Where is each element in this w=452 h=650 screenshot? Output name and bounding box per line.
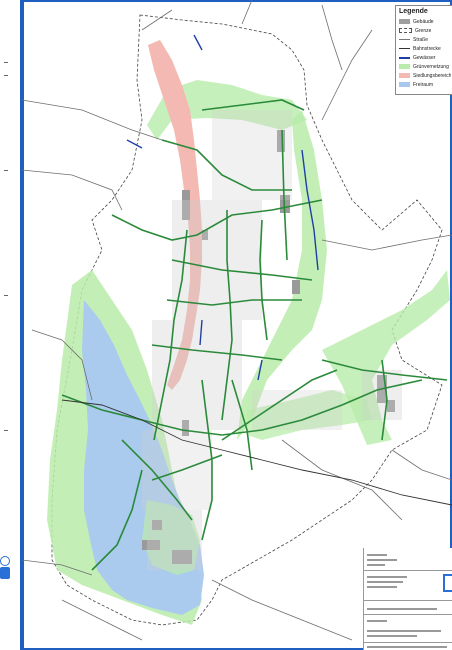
panel-toggle-icon[interactable] xyxy=(0,556,10,566)
legend-label: Grünvernetzung xyxy=(413,63,449,70)
panel-tick xyxy=(4,75,8,76)
titleblock-divider xyxy=(364,642,452,643)
legend-row: Bahnstrecke xyxy=(399,44,452,53)
left-tool-panel xyxy=(0,0,22,650)
titleblock-line xyxy=(367,586,397,588)
legend-row: Siedlungsbereich xyxy=(399,71,452,80)
titleblock-line xyxy=(367,635,417,637)
logo-icon xyxy=(443,574,452,592)
legend-row: Grenze xyxy=(399,26,452,35)
legend-swatch xyxy=(399,39,410,40)
legend-swatch xyxy=(399,73,410,78)
legend-label: Grenze xyxy=(415,27,432,34)
panel-tick xyxy=(4,430,8,431)
legend-title: Legende xyxy=(399,8,428,15)
titleblock-line xyxy=(367,620,387,622)
titleblock-line xyxy=(367,559,397,561)
settlement-texture xyxy=(142,110,402,570)
legend-label: Freiraum xyxy=(413,81,434,88)
map-legend: Legende Gebäude Grenze Straße Bahnstreck… xyxy=(395,5,452,95)
roads-layer xyxy=(22,0,452,641)
legend-row: Grünvernetzung xyxy=(399,62,452,71)
legend-label: Siedlungsbereich xyxy=(413,72,452,79)
legend-row: Gebäude xyxy=(399,17,452,26)
map-canvas[interactable] xyxy=(22,0,452,650)
panel-tick xyxy=(4,170,8,171)
map-drawing xyxy=(22,0,452,650)
legend-swatch xyxy=(399,56,410,59)
panel-tick xyxy=(4,62,8,63)
titleblock-divider xyxy=(364,600,452,601)
legend-row: Freiraum xyxy=(399,80,452,89)
map-title-block xyxy=(363,548,452,650)
legend-row: Straße xyxy=(399,35,452,44)
legend-swatch xyxy=(399,19,410,24)
titleblock-line xyxy=(367,608,437,610)
legend-label: Gebäude xyxy=(413,18,434,25)
legend-label: Gewässer xyxy=(413,54,436,61)
green-corridors xyxy=(61,99,448,571)
map-border xyxy=(22,0,452,650)
railway-line xyxy=(61,399,452,506)
legend-label: Bahnstrecke xyxy=(413,45,441,52)
panel-tick xyxy=(4,295,8,296)
legend-swatch xyxy=(399,82,410,87)
legend-swatch xyxy=(399,64,410,69)
green-zone-northeast xyxy=(147,80,307,140)
titleblock-line xyxy=(367,630,441,632)
legend-swatch xyxy=(399,28,412,33)
legend-row: Gewässer xyxy=(399,53,452,62)
legend-swatch xyxy=(399,48,410,49)
titleblock-divider xyxy=(364,614,452,615)
panel-nav-button[interactable] xyxy=(0,567,10,579)
titleblock-line xyxy=(367,554,387,556)
boundary-line xyxy=(51,14,443,626)
green-zone-east-band xyxy=(247,390,372,440)
legend-label: Straße xyxy=(413,36,429,43)
titleblock-line xyxy=(367,576,407,578)
titleblock-divider xyxy=(364,570,452,571)
water-courses xyxy=(126,34,319,381)
titleblock-line xyxy=(367,646,447,648)
titleblock-line xyxy=(367,564,385,566)
green-zone-east xyxy=(237,110,327,440)
titleblock-line xyxy=(367,581,403,583)
